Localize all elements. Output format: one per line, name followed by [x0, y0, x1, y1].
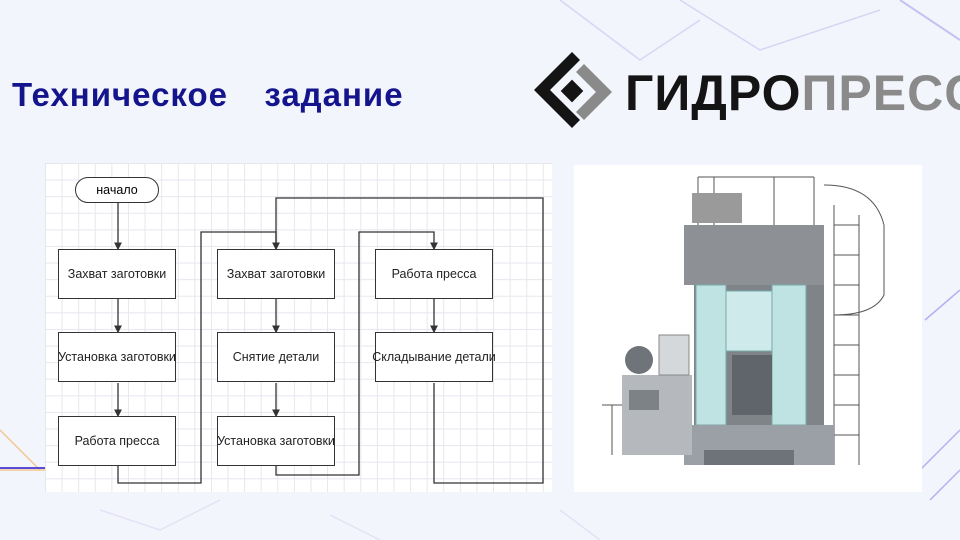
press-machine-image: [574, 165, 922, 492]
flowchart-connectors: [114, 197, 544, 484]
flowchart: начало Захват заготовки Установка загото…: [45, 163, 552, 492]
logo-text-gray: ПРЕСС: [801, 65, 960, 121]
page-title: Техническое задание: [12, 76, 404, 113]
flow-start: начало: [75, 177, 159, 203]
flow-step: Захват заготовки: [217, 249, 335, 299]
logo-mark-icon: [534, 52, 612, 128]
flow-step: Захват заготовки: [58, 249, 176, 299]
flow-step: Установка заготовки: [217, 416, 335, 466]
logo-text-dark: ГИДРО: [625, 65, 802, 121]
hydraulic-press-icon: [602, 176, 885, 465]
flow-step: Работа пресса: [58, 416, 176, 466]
flow-step: Работа пресса: [375, 249, 493, 299]
flow-step: Установка заготовки: [58, 332, 176, 382]
company-logo: ГИДРОПРЕСС: [530, 50, 960, 136]
flow-step: Складывание детали: [372, 332, 496, 382]
flow-step: Снятие детали: [217, 332, 335, 382]
